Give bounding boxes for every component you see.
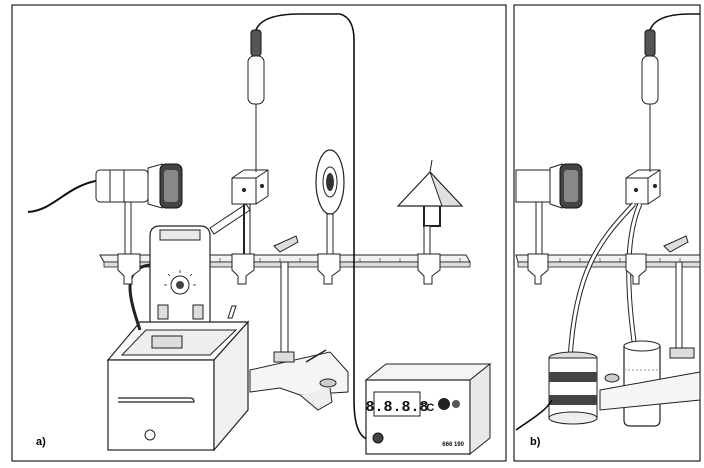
- panel-a-label: a): [36, 436, 46, 448]
- temperature-probe: [247, 13, 373, 441]
- panel-b: b): [513, 4, 701, 462]
- panel-b-tube-left-inner: [568, 202, 636, 361]
- digital-thermometer: [364, 362, 492, 456]
- panel-b-heating-block: [625, 169, 661, 205]
- display-unit: °C: [422, 402, 434, 414]
- water-bath: [106, 305, 250, 452]
- ring-diaphragm: [315, 149, 345, 257]
- heating-block: [231, 169, 269, 254]
- panel-b-label: b): [530, 436, 541, 448]
- bench-support: [249, 261, 349, 411]
- rail-riders: [117, 235, 441, 285]
- hose-left: [128, 263, 151, 331]
- prism-stand: [396, 159, 464, 257]
- display-digits: 8.8.8.8: [365, 399, 428, 416]
- panel-b-heater-pot: [515, 351, 598, 431]
- panel-a: 8.8.8.8 °C 666 190 a): [11, 4, 507, 462]
- panel-b-riders: [527, 235, 689, 353]
- heater-control-unit: [149, 225, 211, 331]
- panel-b-lamp: [515, 163, 583, 255]
- panel-b-stand: [599, 347, 701, 411]
- panel-b-probe: [641, 13, 700, 172]
- lamp-housing: [27, 163, 183, 255]
- model-number: 666 190: [442, 442, 464, 448]
